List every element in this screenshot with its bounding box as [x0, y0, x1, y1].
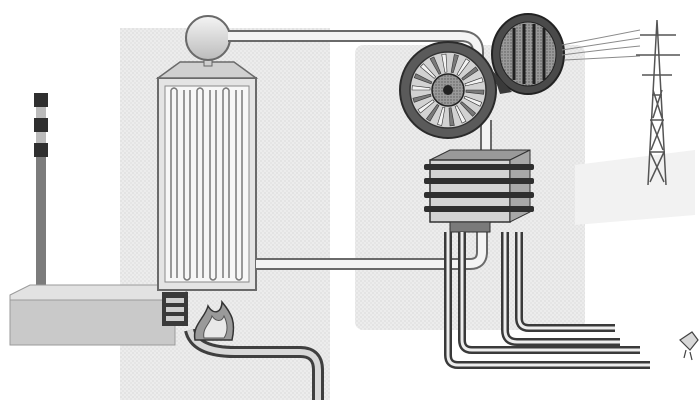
- turbine-blade: [459, 101, 477, 117]
- flame-icon: [193, 299, 235, 341]
- turbine-blade: [419, 63, 437, 79]
- turbine-blade: [425, 103, 440, 122]
- turbine-blade: [454, 105, 467, 124]
- return-pipe-highlight: [256, 232, 486, 268]
- furnace-icon: [9, 284, 197, 346]
- ground-patch: [575, 150, 695, 225]
- power-line-icon: [561, 29, 641, 61]
- fuel-pipe-highlight: [187, 329, 321, 400]
- turbine-blade: [450, 54, 459, 74]
- turbine-blade: [448, 107, 455, 127]
- turbine-blade: [429, 56, 442, 75]
- faucet-icon: [679, 331, 699, 361]
- smokestack-icon: [34, 93, 48, 295]
- generator-windings: [512, 24, 546, 84]
- turbine-blade: [461, 66, 479, 81]
- turbine-blade: [411, 85, 431, 91]
- turbine-blade: [413, 73, 433, 85]
- turbine-blades: [411, 53, 485, 127]
- condenser-icon: [424, 149, 534, 233]
- turbine-icon: [399, 41, 497, 139]
- pylon-icon: [636, 19, 680, 186]
- turbine-blade: [412, 93, 432, 103]
- cooling-water-pipes: [444, 232, 650, 369]
- turbine-blade: [417, 99, 435, 114]
- generator-icon: [491, 13, 565, 95]
- turbine-blade: [463, 95, 483, 107]
- turbine-blade: [441, 53, 448, 73]
- boiler-tubes: [170, 87, 243, 281]
- turbine-blade: [456, 58, 471, 77]
- turbine-blade: [464, 77, 484, 87]
- turbine-blade: [437, 106, 446, 126]
- condenser-coils: [424, 164, 534, 212]
- boiler-icon: [155, 61, 259, 291]
- turbine-blade: [465, 89, 485, 95]
